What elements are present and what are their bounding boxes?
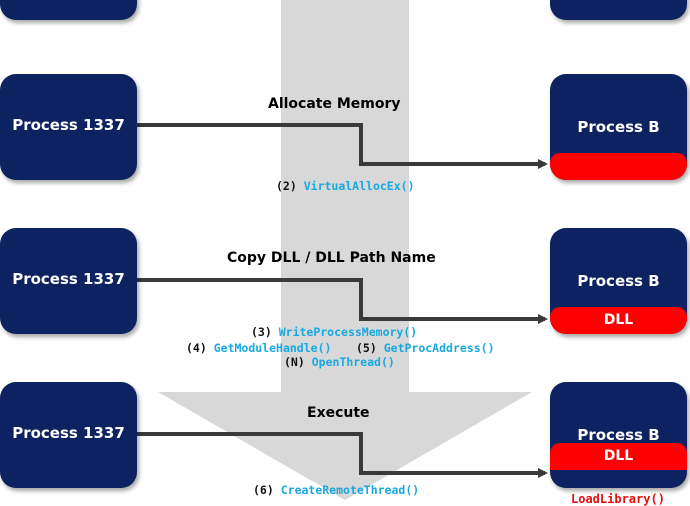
dll-bar: DLL: [550, 307, 687, 334]
step-title: Allocate Memory: [268, 96, 401, 112]
process-box-left: Process 1337: [0, 228, 137, 334]
call-function: WriteProcessMemory(): [278, 325, 418, 339]
process-label: Process 1337: [12, 424, 125, 442]
process-label: Process B: [577, 118, 660, 136]
call-number: (5): [356, 341, 377, 355]
process-label: Process 1337: [12, 270, 125, 288]
process-box-left: Process 1337: [0, 382, 137, 488]
api-call: (2) VirtualAllocEx(): [276, 179, 415, 193]
process-box-right: Process B: [550, 74, 687, 180]
api-call: (N) OpenThread(): [284, 355, 395, 369]
connector-arrow-1: [137, 123, 548, 169]
process-label: Process B: [577, 272, 660, 290]
process-box-right: Process B DLL: [550, 382, 687, 488]
call-number: (2): [276, 179, 297, 193]
call-function: VirtualAllocEx(): [303, 179, 415, 193]
call-number: (6): [253, 483, 274, 497]
process-box-right: Process B DLL: [550, 228, 687, 334]
call-function: GetProcAddress(): [383, 341, 495, 355]
process-label: Process B: [577, 426, 660, 444]
connector-arrow-2: [137, 278, 548, 324]
step-title: Copy DLL / DLL Path Name: [227, 250, 436, 266]
call-number: (4): [186, 341, 207, 355]
call-number: (3): [251, 325, 272, 339]
call-function: GetModuleHandle(): [213, 341, 332, 355]
call-number: (N): [284, 355, 305, 369]
connector-arrow-3: [137, 432, 548, 478]
process-box-left: Process 1337: [0, 74, 137, 180]
load-library-note: LoadLibrary(): [571, 492, 665, 506]
call-function: OpenThread(): [311, 355, 395, 369]
api-call: (6) CreateRemoteThread(): [253, 483, 419, 497]
process-box-left-partial: [0, 0, 137, 20]
dll-bar: DLL: [550, 443, 687, 470]
process-label: Process 1337: [12, 116, 125, 134]
process-box-right-partial: [550, 0, 687, 20]
big-flow-arrow: [158, 0, 532, 500]
api-call: (4) GetModuleHandle(): [186, 341, 331, 355]
call-function: CreateRemoteThread(): [280, 483, 420, 497]
api-call: (3) WriteProcessMemory(): [251, 325, 417, 339]
step-title: Execute: [307, 405, 370, 421]
memory-bar: [550, 153, 687, 180]
api-call: (5) GetProcAddress(): [356, 341, 495, 355]
